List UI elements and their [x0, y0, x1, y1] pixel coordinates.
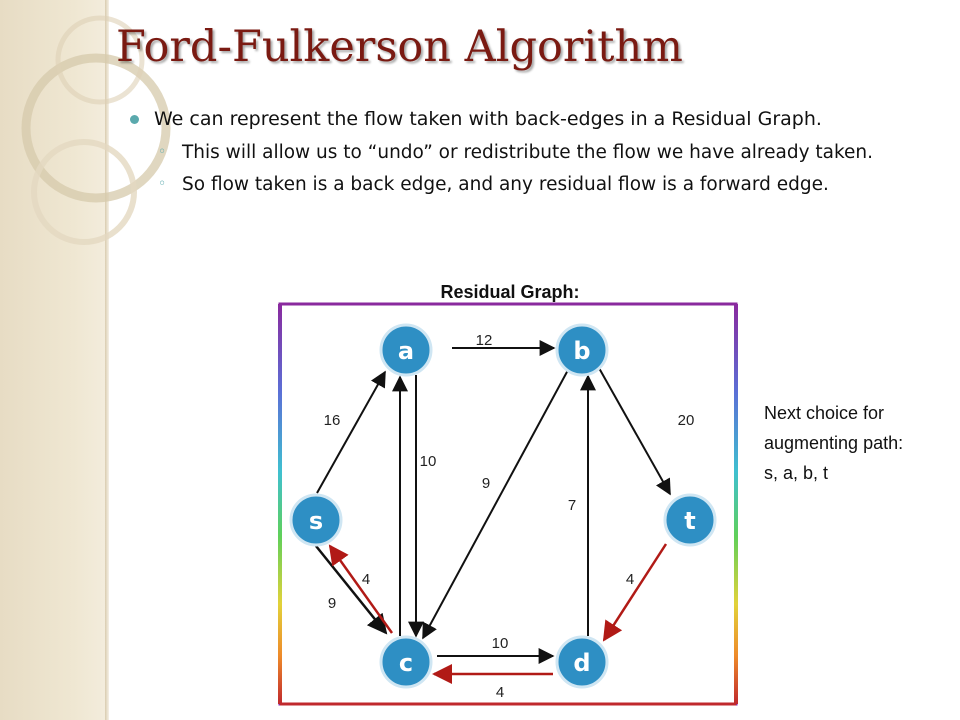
sub-bullet-text: This will allow us to “undo” or redistri…	[182, 142, 874, 163]
node-c: c	[379, 635, 433, 689]
bullet-item: We can represent the flow taken with bac…	[128, 106, 948, 132]
node-a: a	[379, 323, 433, 377]
note-line: s, a, b, t	[764, 463, 829, 483]
edge-c-s	[328, 544, 394, 634]
note-line: Next choice for	[764, 403, 885, 423]
edge-label-c-s: 4	[362, 571, 370, 588]
edge-label-d-c: 4	[496, 684, 504, 701]
edge-label-a-c: 10	[420, 453, 437, 470]
diagram-heading: Residual Graph:	[440, 282, 579, 302]
slide-title: Ford-Fulkerson Algorithm	[116, 22, 683, 72]
edge-label-d-b: 7	[568, 497, 576, 514]
node-d-label: d	[573, 649, 590, 677]
decorative-rings	[21, 15, 171, 245]
node-t-label: t	[684, 507, 695, 535]
node-a-label: a	[398, 337, 414, 365]
edge-b-c	[422, 369, 569, 640]
node-c-label: c	[399, 649, 413, 677]
bullet-list: We can represent the flow taken with bac…	[128, 106, 948, 196]
edge-s-c	[315, 545, 388, 635]
background-side-band-edge	[105, 0, 109, 720]
edge-t-d	[602, 543, 668, 642]
sub-bullet-item: ◦ So flow taken is a back edge, and any …	[128, 173, 948, 196]
edge-label-t-d: 4	[626, 571, 634, 588]
edge-label-s-c: 9	[328, 595, 336, 612]
sub-bullet-item: ◦ This will allow us to “undo” or redist…	[128, 141, 948, 164]
edge-s-a	[316, 370, 386, 494]
augmenting-path-note: Next choice for augmenting path: s, a, b…	[764, 398, 954, 488]
node-t: t	[663, 493, 717, 547]
background-side-band	[0, 0, 105, 720]
frame-right-gradient	[734, 304, 738, 704]
sub-bullet-marker: ◦	[158, 176, 167, 192]
node-s: s	[289, 493, 343, 547]
sub-bullet-text: So flow taken is a back edge, and any re…	[182, 174, 829, 195]
node-b: b	[555, 323, 609, 377]
edge-b-t	[598, 367, 671, 496]
node-d: d	[555, 635, 609, 689]
edge-label-s-a: 16	[324, 412, 341, 429]
note-line: augmenting path:	[764, 433, 904, 453]
edge-label-c-d: 10	[492, 635, 509, 652]
sub-bullet-marker: ◦	[158, 144, 167, 160]
node-s-label: s	[309, 507, 323, 535]
edge-label-b-c: 9	[482, 475, 490, 492]
edge-label-a-b: 12	[476, 332, 493, 349]
frame-left-gradient	[278, 304, 282, 704]
edge-label-b-t: 20	[678, 412, 695, 429]
node-b-label: b	[573, 337, 590, 365]
